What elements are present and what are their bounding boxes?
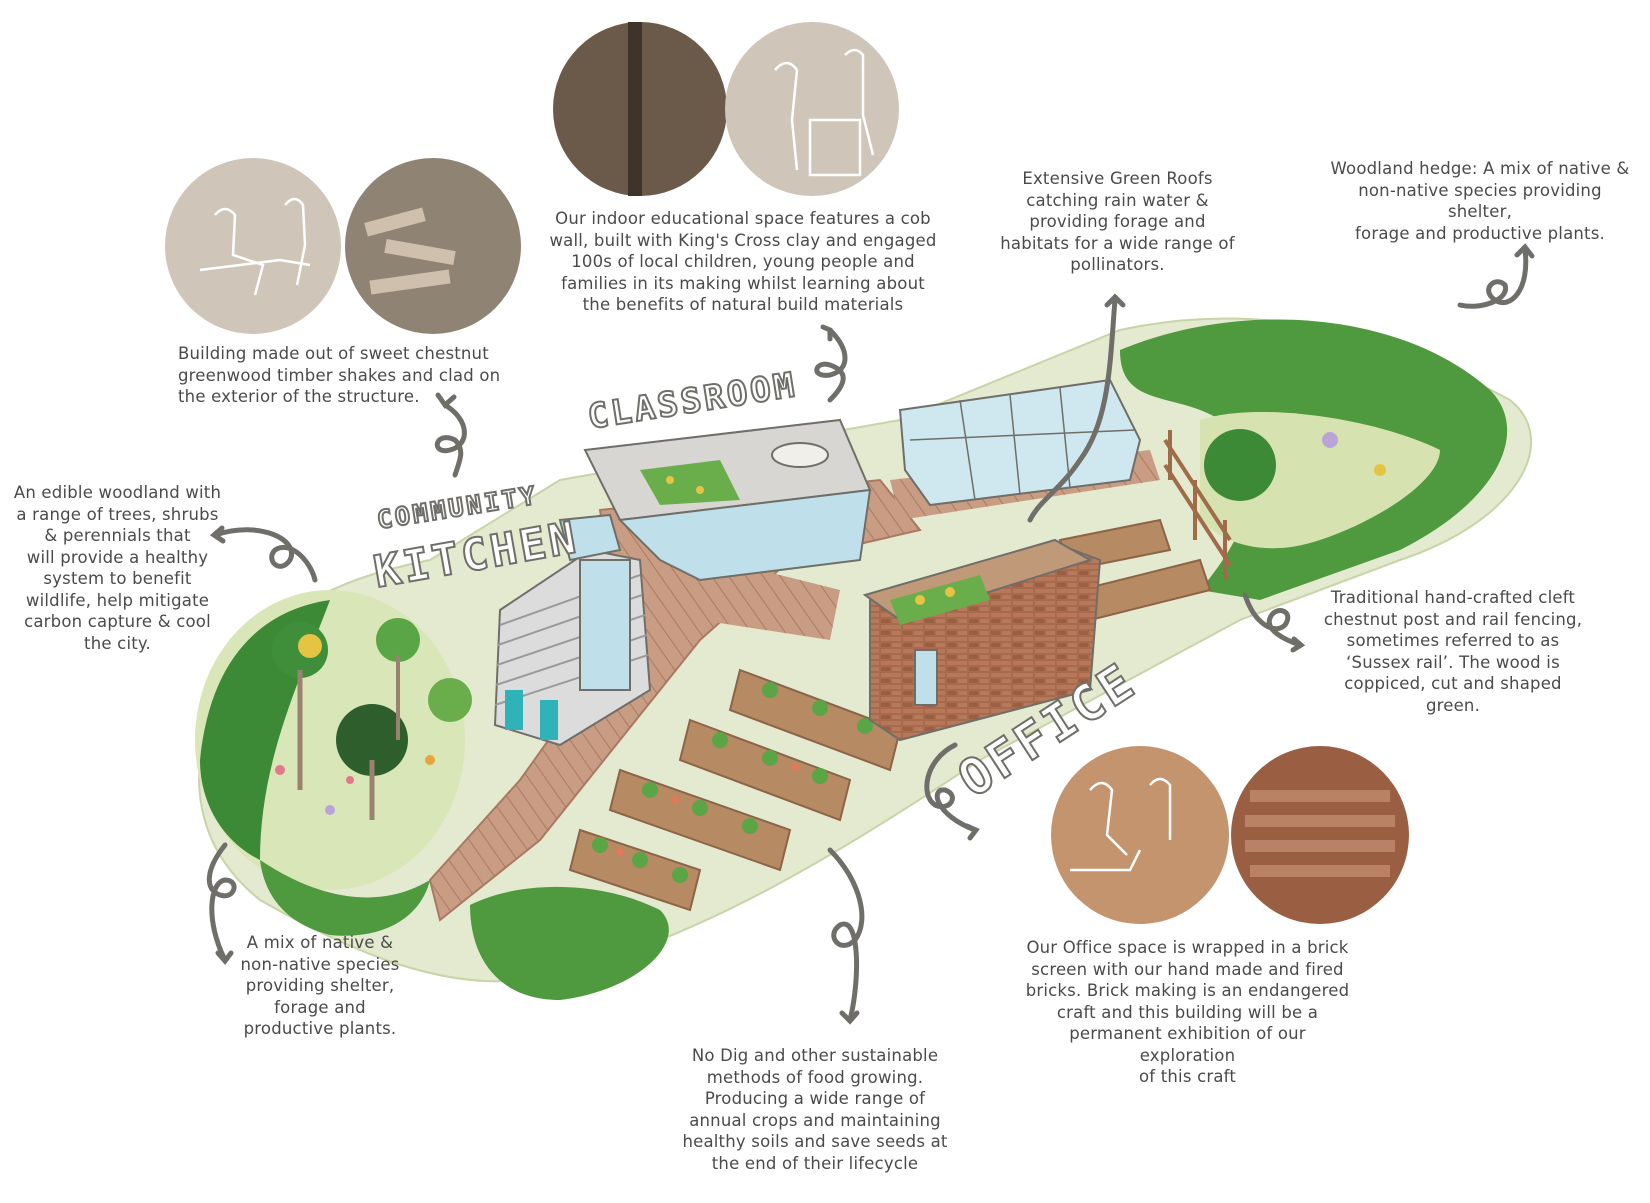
note-no-dig: No Dig and other sustainable methods of … <box>682 1046 948 1173</box>
note-cob-wall: Our indoor educational space features a … <box>549 209 937 314</box>
office-building <box>862 538 1102 742</box>
note-green-roofs: Extensive Green Roofs catching rain wate… <box>1000 169 1235 274</box>
classroom-building <box>583 418 872 582</box>
raised-beds <box>568 518 1212 912</box>
note-sussex-rail: Traditional hand-crafted cleft chestnut … <box>1323 588 1583 715</box>
arrow-office <box>924 742 978 833</box>
annotation-arrows <box>206 243 1535 1025</box>
arrow-cob-wall <box>814 327 848 403</box>
sussex-rail-fence <box>1163 430 1232 580</box>
bottom-hedge <box>470 886 669 1000</box>
note-brick-screen: Our Office space is wrapped in a brick s… <box>1025 938 1350 1086</box>
note-edible-woodland: An edible woodland with a range of trees… <box>13 483 222 653</box>
arrow-sussex-rail <box>1242 592 1303 648</box>
arrow-timber-shakes <box>434 402 467 478</box>
note-hedge-mix: A mix of native & non-native species pro… <box>240 933 400 1038</box>
woodland-hedge <box>1120 319 1508 600</box>
edible-woodland <box>195 590 472 936</box>
note-timber-shakes: Building made out of sweet chestnut gree… <box>178 344 501 406</box>
photo-circles <box>165 22 1409 924</box>
arrow-hedge-mix <box>206 842 237 963</box>
arrow-green-roofs <box>1027 297 1118 523</box>
arrow-woodland-hedge <box>1457 247 1529 309</box>
community-kitchen-building <box>493 513 652 747</box>
arrow-no-dig <box>827 847 865 1023</box>
note-woodland-hedge: Woodland hedge: A mix of native & non-na… <box>1330 159 1630 243</box>
arrow-edible-woodland <box>212 527 318 583</box>
